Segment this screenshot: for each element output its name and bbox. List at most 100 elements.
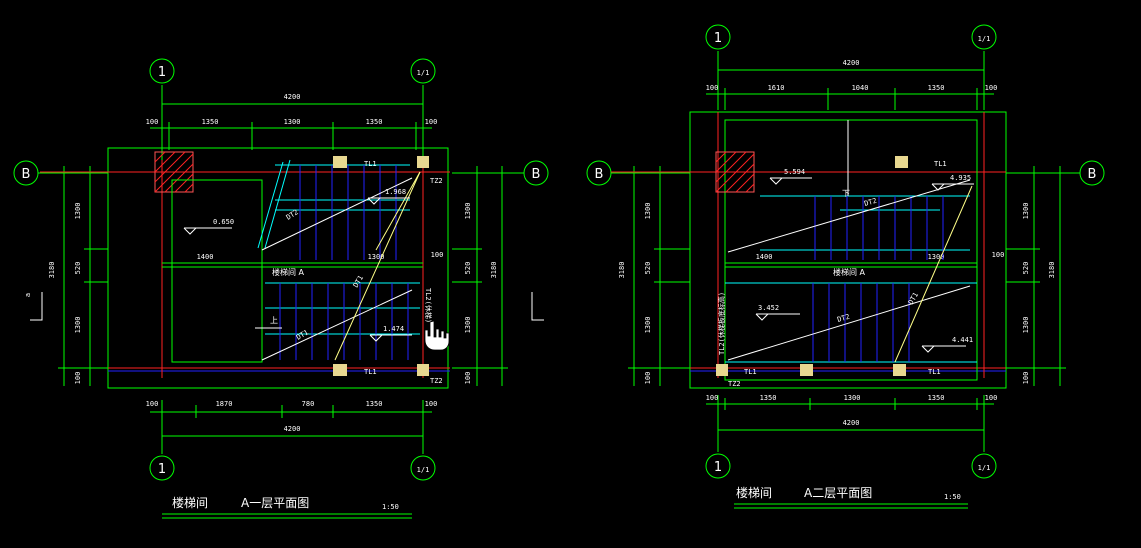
title-plan: A二层平面图: [804, 486, 872, 500]
right-axis-col-1-bottom: 1: [705, 395, 731, 479]
dim-total: 4200: [284, 93, 301, 101]
dim: 520: [74, 262, 82, 275]
dim: 1300: [464, 317, 472, 334]
axis-label: 1: [714, 460, 722, 475]
beam-block: [333, 364, 347, 376]
svg-text:TL1: TL1: [744, 368, 757, 376]
direction-label: 上: [270, 316, 278, 325]
room-label: 楼梯间 A: [272, 267, 305, 277]
dim: 1300: [368, 253, 385, 261]
elevation-mark: 3.452: [755, 304, 800, 321]
axis-label: 1: [714, 31, 722, 46]
outer-wall-outline: [689, 111, 1007, 389]
beam-block: [800, 364, 813, 376]
right-bottom-dimensions: 100 1350 1300 1350 100 4200: [706, 394, 997, 431]
dim: 100: [146, 400, 159, 408]
axis-label: B: [595, 167, 604, 182]
column-label: TZ2: [430, 377, 443, 385]
svg-text:100: 100: [1022, 372, 1030, 385]
beam-block: [893, 364, 906, 376]
hatched-column: [154, 151, 194, 193]
svg-text:520: 520: [644, 262, 652, 275]
svg-text:5.594: 5.594: [784, 168, 805, 176]
svg-text:1300: 1300: [1022, 317, 1030, 334]
left-plan-title: 楼梯间 A一层平面图 1:50: [162, 495, 412, 519]
elevation-mark: 1.474: [369, 325, 412, 342]
right-plan-left-dimensions: 1300 520 1300 100 3180: [618, 166, 690, 386]
right-side-dimensions: 1300 520 1300 100 3180: [452, 166, 544, 386]
left-axis-row-right: B: [452, 160, 549, 186]
hand-cursor-icon: [424, 320, 450, 351]
title-room: 楼梯间: [736, 485, 772, 500]
dim-total: 4200: [843, 419, 860, 427]
elevation-mark: 0.650: [183, 218, 234, 235]
section-label: a: [24, 293, 32, 297]
axis-label: 1/1: [417, 466, 430, 474]
svg-text:TL2(休梯板底标高): TL2(休梯板底标高): [717, 292, 726, 355]
svg-text:DT2: DT2: [836, 313, 850, 324]
dim: 1040: [852, 84, 869, 92]
column-block: [417, 364, 429, 376]
dim: 100: [425, 118, 438, 126]
dim: 100: [464, 372, 472, 385]
stair-label: DT1: [295, 328, 310, 341]
svg-text:100: 100: [644, 372, 652, 385]
upper-stair-flight: [257, 159, 410, 260]
right-top-dimensions: 4200 100 1610 1040 1350 100: [706, 59, 998, 110]
axis-label: 1/1: [978, 35, 991, 43]
dim-total: 3180: [48, 262, 56, 279]
dim: 1350: [366, 118, 383, 126]
axis-label: B: [1088, 167, 1097, 182]
svg-text:1.968: 1.968: [385, 188, 406, 196]
dim: 1350: [760, 394, 777, 402]
left-top-dimensions: 4200 100 1350 1300 1350 100: [146, 93, 438, 150]
elevation-mark: 1.968: [367, 188, 410, 205]
dim: 1300: [74, 203, 82, 220]
title-room: 楼梯间: [172, 495, 208, 510]
left-axis-col-2-bottom: 1/1: [410, 400, 436, 481]
dim-total: 3180: [490, 262, 498, 279]
svg-text:TZ2: TZ2: [728, 380, 741, 388]
right-plan-title: 楼梯间 A二层平面图 1:50: [734, 485, 968, 509]
axis-label: 1: [158, 462, 166, 477]
title-scale: 1:50: [382, 503, 399, 511]
svg-text:1300: 1300: [928, 253, 945, 261]
lower-stair-flight: [725, 282, 977, 363]
right-axis-col-1-top: 1: [705, 24, 731, 110]
axis-label: 1/1: [417, 69, 430, 77]
dim-total: 4200: [843, 59, 860, 67]
svg-text:4.441: 4.441: [952, 336, 973, 344]
elevation-mark: 4.935: [931, 174, 974, 191]
axis-label: B: [22, 167, 31, 182]
svg-text:1300: 1300: [1022, 203, 1030, 220]
right-axis-col-2-bottom: 1/1: [971, 395, 997, 479]
title-scale: 1:50: [944, 493, 961, 501]
svg-text:1300: 1300: [644, 203, 652, 220]
dim: 100: [706, 394, 719, 402]
dim: 1300: [844, 394, 861, 402]
dim: 1350: [202, 118, 219, 126]
column-block: [417, 156, 429, 168]
room-label: 楼梯间 A: [833, 267, 866, 277]
dim: 1300: [464, 203, 472, 220]
dim: 100: [425, 400, 438, 408]
dim: 100: [146, 118, 159, 126]
svg-text:TL1: TL1: [934, 160, 947, 168]
svg-text:4.935: 4.935: [950, 174, 971, 182]
svg-text:1400: 1400: [756, 253, 773, 261]
dim: 780: [302, 400, 315, 408]
elevation-mark: 5.594: [769, 168, 812, 185]
column-block: [716, 364, 728, 376]
outer-wall-outline: [107, 147, 449, 389]
hatched-column: [715, 151, 755, 193]
dim: 100: [985, 84, 998, 92]
dim: 1870: [216, 400, 233, 408]
beam-block: [333, 156, 347, 168]
right-axis-row-right: B: [1006, 160, 1105, 186]
lower-stair-flight: [265, 282, 420, 360]
svg-text:DT2: DT2: [863, 197, 877, 208]
svg-text:TL1: TL1: [928, 368, 941, 376]
title-plan: A一层平面图: [241, 496, 309, 510]
left-section-mark: a: [24, 292, 43, 321]
